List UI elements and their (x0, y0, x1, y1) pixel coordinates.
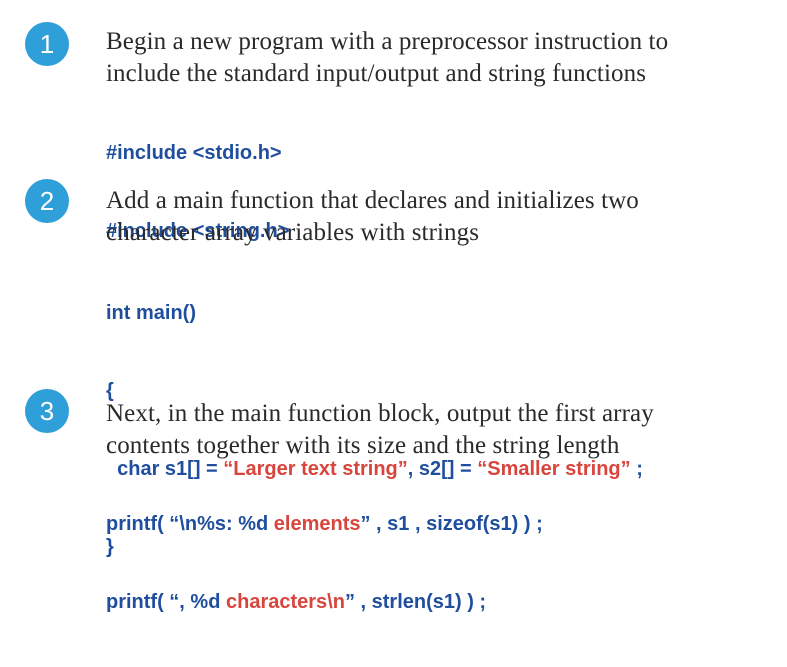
code-line: printf( “\n%s: %d elements” , s1 , sizeo… (106, 511, 776, 537)
code-text: printf( “\n%s: %d (106, 513, 274, 535)
step-number-badge: 2 (25, 179, 69, 223)
description-line: Add a main function that declares and in… (106, 187, 639, 214)
string-literal: elements (273, 513, 361, 535)
code-line: #include <string.h> (106, 220, 290, 242)
code-block: printf( “\n%s: %d elements” , s1 , sizeo… (106, 459, 776, 667)
code-line: printf( “, %d characters\n” , strlen(s1)… (106, 589, 776, 615)
description-line: Next, in the main function block, output… (106, 400, 654, 427)
code-line: { (106, 380, 114, 402)
string-literal: “Smaller string” (477, 458, 631, 480)
code-text: char s1[] = (106, 458, 224, 480)
step-description: Add a main function that declares and in… (106, 185, 766, 249)
code-text: ” , strlen(s1) ) ; (344, 591, 487, 613)
code-text: , s2[] = (407, 458, 478, 480)
code-line: #include <stdio.h> (106, 142, 282, 164)
code-text: ” , s1 , sizeof(s1) ) ; (360, 513, 543, 535)
code-text: printf( “, %d (106, 591, 226, 613)
description-line: include the standard input/output and st… (106, 60, 647, 87)
step-description: Begin a new program with a preprocessor … (106, 26, 766, 90)
step-number-badge: 3 (25, 389, 69, 433)
description-line: contents together with its size and the … (106, 432, 620, 459)
code-line: int main() (106, 302, 196, 324)
step-description: Next, in the main function block, output… (106, 398, 766, 462)
step-number-badge: 1 (25, 22, 69, 66)
code-line: char s1[] = “Larger text string”, s2[] =… (106, 456, 776, 482)
description-line: character array variables with strings (106, 219, 480, 246)
string-literal: “Larger text string” (223, 458, 408, 480)
description-line: Begin a new program with a preprocessor … (106, 28, 669, 55)
string-literal: characters\n (225, 591, 345, 613)
code-block: int main() { char s1[] = “Larger text st… (106, 248, 776, 612)
code-text: ; (630, 458, 643, 480)
code-block: #include <stdio.h> #include <string.h> (106, 88, 776, 296)
